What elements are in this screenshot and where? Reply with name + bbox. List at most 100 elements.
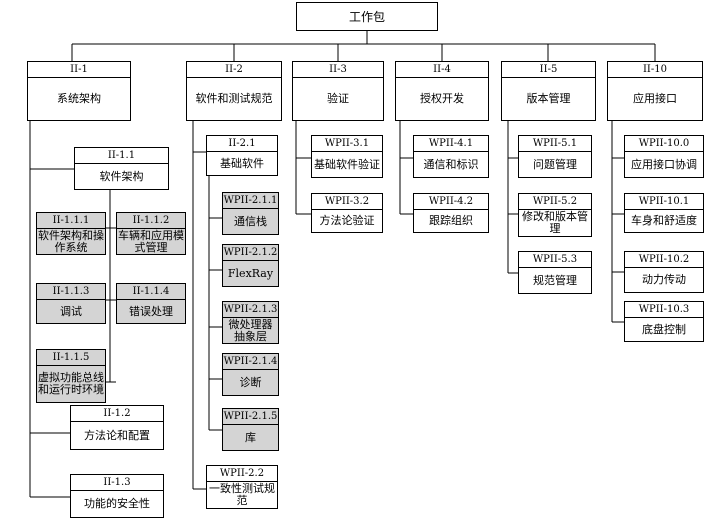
node-label: 车身和舒适度	[631, 214, 697, 227]
wbs-node-w42: WPII-4.2 跟踪组织	[413, 193, 489, 233]
wbs-node-w211: WPII-2.1.1 通信栈	[222, 192, 279, 235]
node-code: WPII-5.2	[519, 194, 591, 210]
wbs-node-w41: WPII-4.1 通信和标识	[413, 135, 489, 178]
node-code: WPII-10.1	[625, 194, 703, 210]
wbs-node-w51: WPII-5.1 问题管理	[518, 135, 592, 178]
node-code: WPII-2.1.3	[223, 302, 278, 318]
wbs-node-w53: WPII-5.3 规范管理	[518, 251, 592, 294]
wbs-node-ii2: II-2 软件和测试规范	[186, 61, 282, 121]
node-label: 软件和测试规范	[195, 92, 273, 105]
node-code: II-1.1.4	[117, 284, 185, 300]
node-code: WPII-3.2	[312, 194, 382, 210]
node-code: II-1.1.5	[37, 350, 105, 366]
node-code: WPII-2.1.5	[223, 409, 278, 425]
node-code: WPII-2.1.2	[223, 245, 278, 261]
wbs-node-ii113: II-1.1.3 调试	[36, 283, 106, 324]
node-code: WPII-5.3	[519, 252, 591, 268]
node-label: 调试	[60, 304, 82, 318]
node-label: 车辆和应用模式管理	[118, 228, 184, 254]
wbs-node-w100: WPII-10.0 应用接口协调	[624, 135, 704, 178]
node-code: II-1.1	[75, 148, 168, 164]
node-code: WPII-10.0	[625, 136, 703, 152]
wbs-node-ii10: II-10 应用接口	[607, 61, 703, 121]
node-label: 错误处理	[129, 304, 173, 318]
wbs-node-w31: WPII-3.1 基础软件验证	[311, 135, 383, 178]
node-label: 基础软件验证	[314, 157, 380, 171]
wbs-node-ii115: II-1.1.5 虚拟功能总线和运行时环境	[36, 349, 106, 403]
node-label: 动力传动	[642, 273, 686, 286]
wbs-node-ii13: II-1.3 功能的安全性	[70, 474, 164, 518]
node-code: II-1.1.3	[37, 284, 105, 300]
node-code: WPII-5.1	[519, 136, 591, 152]
node-label: 修改和版本管理	[522, 210, 588, 235]
wbs-node-w214: WPII-2.1.4 诊断	[222, 353, 279, 396]
node-label: 规范管理	[533, 273, 577, 287]
node-label: 方法论验证	[319, 214, 375, 227]
wbs-node-ii3: II-3 验证	[292, 61, 384, 121]
node-label: 系统架构	[57, 92, 101, 105]
wbs-node-w101: WPII-10.1 车身和舒适度	[624, 193, 704, 233]
node-code: WPII-2.1.1	[223, 193, 278, 209]
node-label: 底盘控制	[642, 322, 686, 336]
node-label: 授权开发	[420, 92, 464, 105]
node-label: 验证	[327, 92, 349, 105]
node-label: 一致性测试规范	[209, 482, 275, 507]
node-code: WPII-2.2	[207, 466, 277, 482]
node-code: II-1.1.1	[37, 213, 105, 229]
wbs-node-w215: WPII-2.1.5 库	[222, 408, 279, 451]
wbs-node-w32: WPII-3.2 方法论验证	[311, 193, 383, 233]
wbs-node-ii4: II-4 授权开发	[395, 61, 489, 121]
node-label: 虚拟功能总线和运行时环境	[38, 371, 104, 396]
wbs-node-ii12: II-1.2 方法论和配置	[70, 405, 164, 450]
node-label: 软件架构和操作系统	[38, 228, 104, 254]
node-code: II-2.1	[207, 136, 277, 152]
node-code: WPII-10.3	[625, 302, 703, 318]
node-code: II-4	[396, 62, 488, 78]
node-label: 跟踪组织	[429, 214, 473, 227]
node-label: 方法论和配置	[84, 428, 150, 442]
node-code: II-1.1.2	[117, 213, 185, 229]
node-code: WPII-2.1.4	[223, 354, 278, 370]
wbs-node-ii21: II-2.1 基础软件	[206, 135, 278, 176]
node-label: 通信和标识	[423, 157, 479, 171]
node-label: 库	[245, 430, 256, 444]
wbs-node-ii114: II-1.1.4 错误处理	[116, 283, 186, 324]
wbs-node-root: 工作包	[296, 2, 438, 31]
node-code: WPII-10.2	[625, 252, 703, 268]
node-label: 基础软件	[220, 156, 264, 170]
node-label: FlexRay	[227, 266, 274, 280]
node-code: II-1	[28, 62, 130, 78]
node-code: II-10	[608, 62, 702, 78]
node-label: 功能的安全性	[84, 497, 150, 510]
node-code: WPII-4.1	[414, 136, 488, 152]
node-code: WPII-3.1	[312, 136, 382, 152]
node-label: 工作包	[348, 9, 385, 24]
node-label: 问题管理	[533, 157, 577, 171]
node-label: 微处理器抽象层	[228, 317, 273, 343]
node-label: 应用接口协调	[631, 157, 697, 171]
node-code: WPII-4.2	[414, 194, 488, 210]
node-code: II-2	[187, 62, 281, 78]
wbs-node-w103: WPII-10.3 底盘控制	[624, 301, 704, 342]
node-label: 应用接口	[633, 92, 677, 105]
node-label: 通信栈	[234, 214, 267, 228]
node-code: II-5	[502, 62, 595, 78]
node-label: 版本管理	[526, 92, 571, 105]
wbs-node-ii5: II-5 版本管理	[501, 61, 596, 121]
node-label: 诊断	[239, 375, 262, 389]
node-code: II-1.3	[71, 475, 163, 491]
node-code: II-3	[293, 62, 383, 78]
wbs-node-ii11: II-1.1 软件架构	[74, 147, 169, 190]
node-code: II-1.2	[71, 406, 163, 422]
wbs-node-w102: WPII-10.2 动力传动	[624, 251, 704, 293]
node-label: 软件架构	[99, 169, 144, 183]
wbs-node-ii1: II-1 系统架构	[27, 61, 131, 121]
